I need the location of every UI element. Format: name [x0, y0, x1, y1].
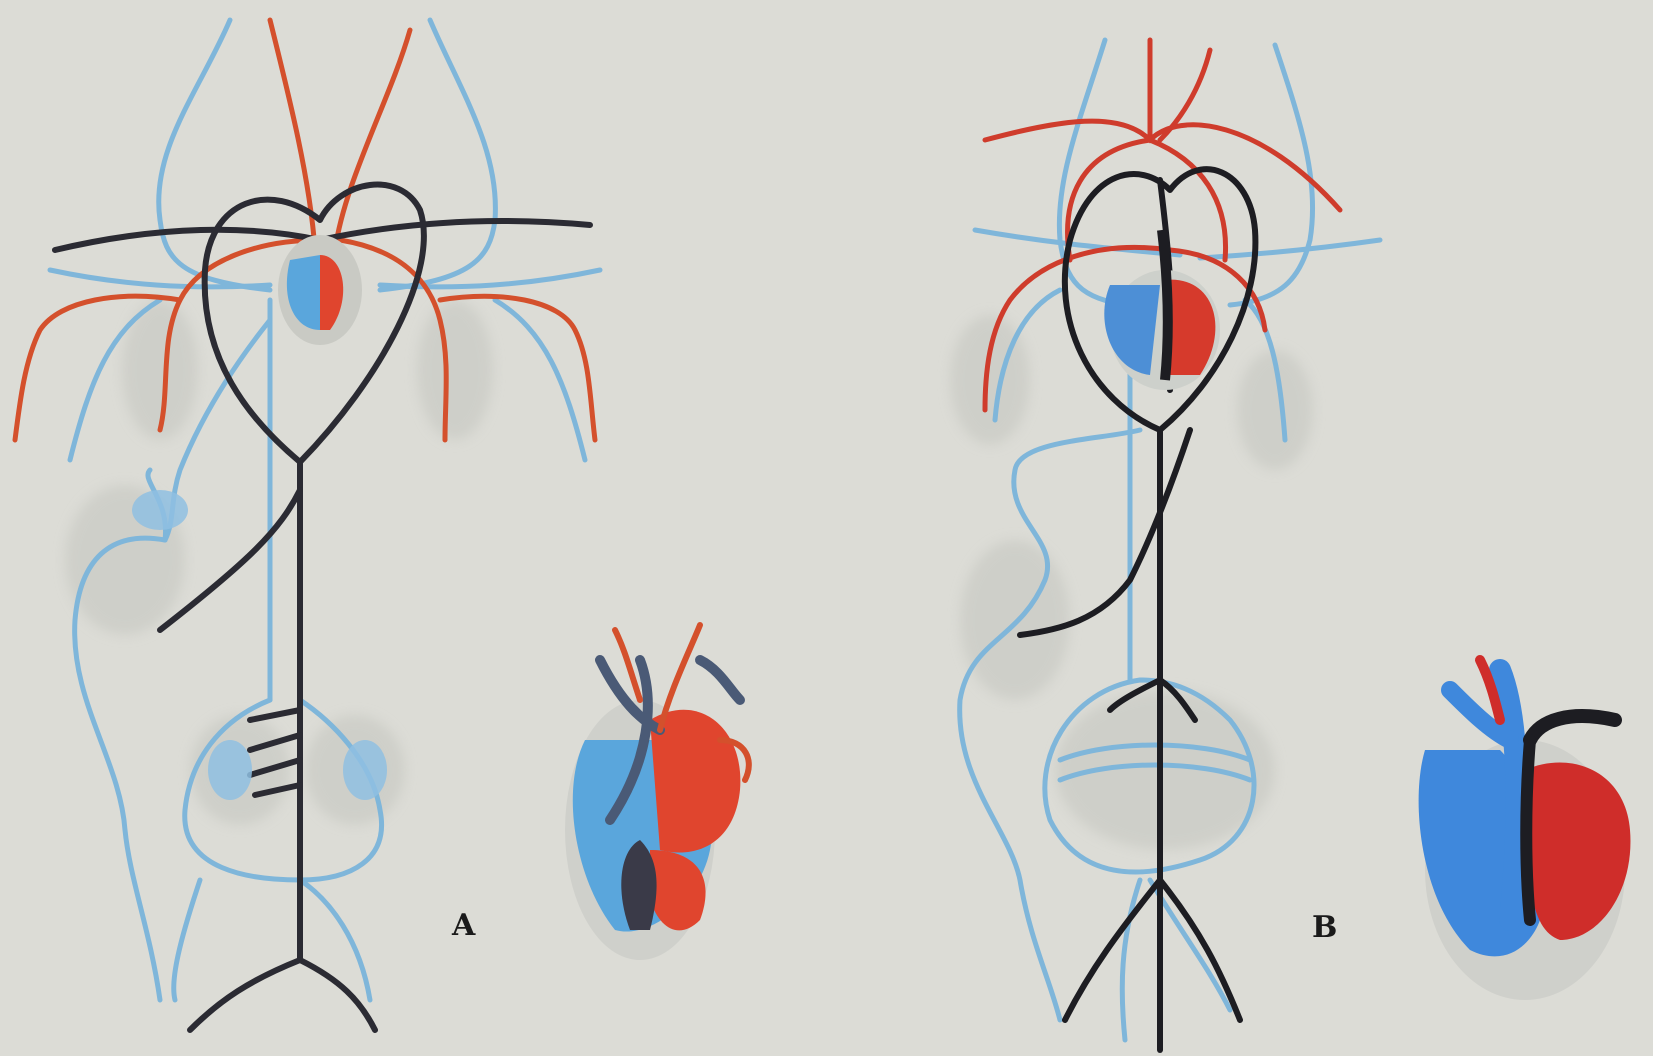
panel-a-arterial-vessels — [15, 20, 595, 440]
panel-a-central-heart — [278, 235, 362, 345]
panel-b — [950, 40, 1630, 1050]
panel-a-organ-shadows — [65, 300, 493, 825]
panel-a — [15, 20, 749, 1030]
panel-a-label: A — [452, 908, 475, 943]
panel-a-heart-detail — [565, 625, 749, 960]
panel-b-heart-detail — [1419, 660, 1631, 1000]
panel-b-label: B — [1312, 910, 1337, 945]
